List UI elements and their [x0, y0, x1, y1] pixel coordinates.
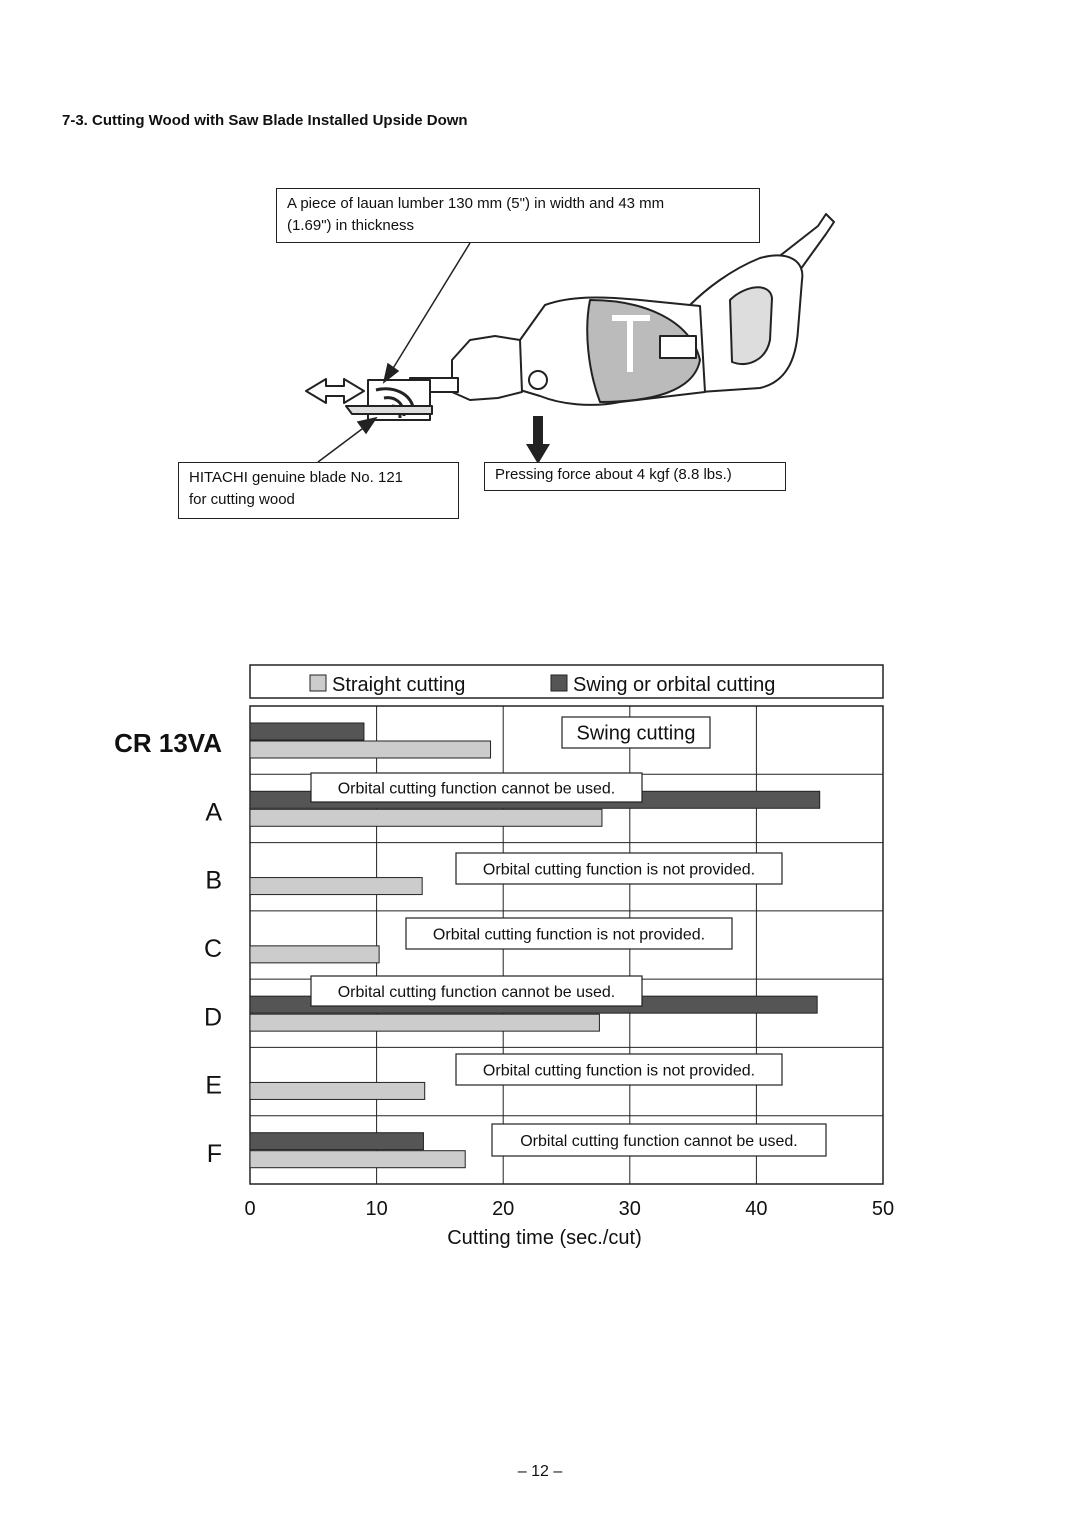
callout-lumber: A piece of lauan lumber 130 mm (5") in w…	[276, 188, 760, 243]
annotation-box	[310, 772, 643, 803]
cutting-time-chart: Straight cutting Swing or orbital cutting…	[114, 664, 894, 1249]
annotation-text: Orbital cutting function cannot be used.	[338, 780, 616, 797]
bar-straight	[249, 808, 603, 827]
annotation-box	[455, 852, 783, 885]
bar-straight	[249, 945, 380, 964]
annotation-text: Orbital cutting function cannot be used.	[520, 1133, 798, 1150]
category-label: F	[207, 1140, 222, 1168]
category-label: D	[204, 1003, 222, 1031]
annotation-text: Orbital cutting function is not provided…	[433, 926, 705, 943]
callout-blade-line2: for cutting wood	[189, 491, 295, 508]
category-label: CR 13VA	[114, 728, 222, 758]
annotation-text: Swing cutting	[577, 723, 696, 745]
legend-label: Straight cutting	[332, 674, 465, 696]
callout-blade-line1: HITACHI genuine blade No. 121	[189, 469, 404, 486]
bar-straight	[249, 1150, 466, 1169]
annotation-text: Orbital cutting function is not provided…	[483, 861, 755, 878]
x-tick-label: 40	[745, 1198, 767, 1220]
legend-swatch	[550, 674, 568, 692]
x-tick-label: 10	[365, 1198, 387, 1220]
blade-icon	[345, 405, 433, 415]
bar-swing-orbital	[249, 1132, 424, 1151]
bar-straight	[249, 877, 423, 896]
legend-swatch	[309, 674, 327, 692]
x-tick-label: 0	[244, 1198, 255, 1220]
annotation-text: Orbital cutting function cannot be used.	[338, 984, 616, 1001]
section-title: 7-3. Cutting Wood with Saw Blade Install…	[62, 112, 468, 129]
bar-straight	[249, 1013, 600, 1032]
callout-lumber-line2: (1.69") in thickness	[287, 217, 415, 234]
bar-swing-orbital	[249, 722, 365, 741]
callout-lumber-line1: A piece of lauan lumber 130 mm (5") in w…	[287, 195, 665, 212]
callout-force: Pressing force about 4 kgf (8.8 lbs.)	[484, 462, 786, 491]
pressing-force-arrow-icon	[526, 416, 550, 464]
x-tick-label: 20	[492, 1198, 514, 1220]
x-tick-label: 50	[872, 1198, 894, 1220]
x-tick-label: 30	[619, 1198, 641, 1220]
annotation-box	[455, 1053, 783, 1086]
x-axis-label: Cutting time (sec./cut)	[447, 1227, 642, 1249]
double-arrow-icon	[305, 378, 365, 404]
annotation-text: Orbital cutting function is not provided…	[483, 1062, 755, 1079]
category-label: E	[205, 1072, 222, 1100]
annotation-box	[405, 917, 733, 950]
callout-blade: HITACHI genuine blade No. 121 for cuttin…	[178, 462, 459, 519]
annotation-box	[561, 716, 711, 749]
category-label: C	[204, 935, 222, 963]
category-label: A	[205, 798, 222, 826]
category-label: B	[205, 867, 222, 895]
shoe-icon	[451, 335, 523, 401]
legend-label: Swing or orbital cutting	[573, 674, 775, 696]
bar-straight	[249, 1081, 426, 1100]
bar-straight	[249, 740, 492, 759]
page-number: – 12 –	[517, 1463, 563, 1480]
annotation-box	[491, 1123, 827, 1157]
annotation-box	[310, 975, 643, 1007]
reciprocating-saw-illustration	[305, 213, 835, 464]
